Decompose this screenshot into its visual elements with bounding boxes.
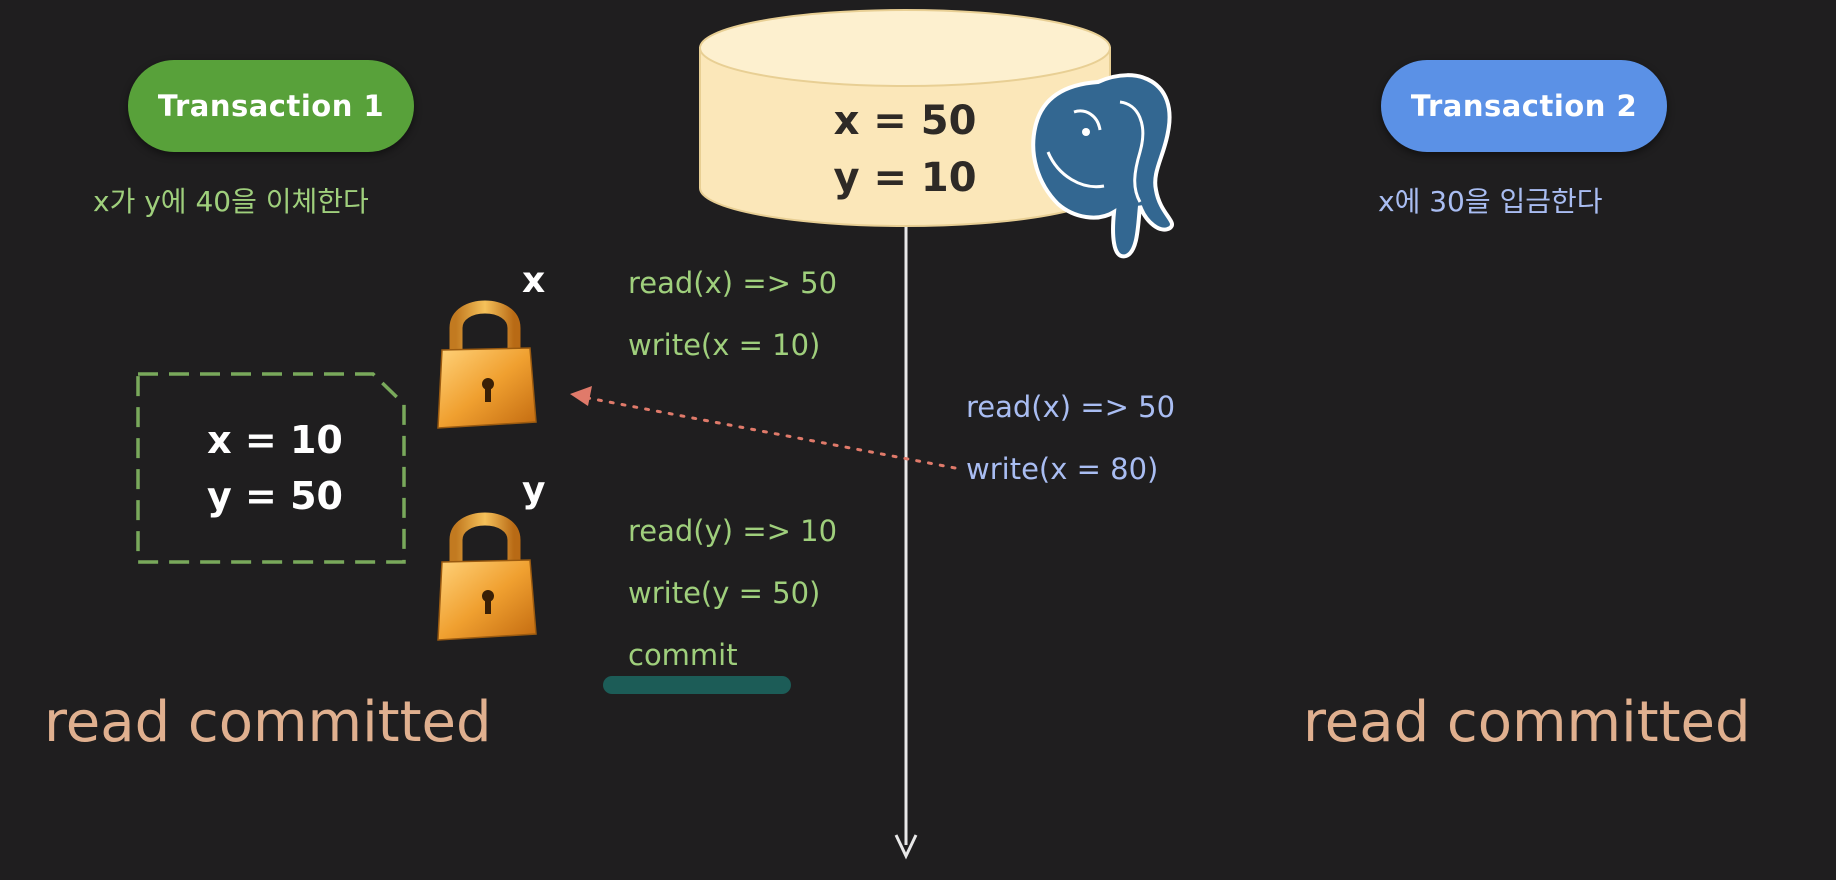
t1-operation-commit: commit [628, 638, 738, 672]
lock-x-icon [437, 300, 537, 429]
timeline-arrow [894, 834, 918, 860]
t1-operation-write-y: write(y = 50) [628, 576, 821, 610]
lock-y-label: y [522, 470, 546, 511]
database-value-x: x = 50 [833, 98, 977, 144]
database-value-y: y = 10 [833, 155, 977, 201]
snapshot-value-y: y = 50 [207, 474, 343, 518]
lock-x-label: x [522, 260, 546, 301]
snapshot-value-x: x = 10 [207, 418, 343, 462]
transaction-1-badge: Transaction 1 [128, 60, 414, 152]
transaction-2-description: x에 30을 입금한다 [1378, 185, 1603, 218]
t2-operation-write-x: write(x = 80) [966, 452, 1159, 486]
transaction-1-description: x가 y에 40을 이체한다 [93, 185, 369, 218]
blocked-arrow-head [570, 386, 592, 406]
database-cylinder [699, 9, 1111, 227]
commit-underline [603, 676, 791, 694]
snapshot-box [136, 372, 406, 564]
t1-operation-write-x: write(x = 10) [628, 328, 821, 362]
t1-operation-read-x: read(x) => 50 [628, 266, 838, 300]
transaction-1-isolation-level: read committed [44, 690, 492, 755]
blocked-arrow-line [586, 396, 957, 470]
lock-y-icon [437, 512, 537, 641]
t2-operation-read-x: read(x) => 50 [966, 390, 1176, 424]
postgresql-elephant-icon [1031, 73, 1174, 259]
transaction-2-badge: Transaction 2 [1381, 60, 1667, 152]
transaction-2-isolation-level: read committed [1303, 690, 1751, 755]
t1-operation-read-y: read(y) => 10 [628, 514, 838, 548]
